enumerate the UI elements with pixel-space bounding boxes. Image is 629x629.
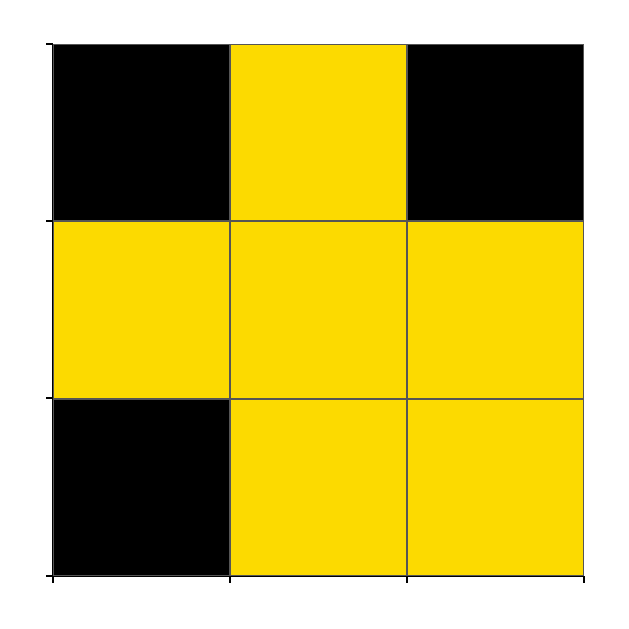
board-cell-filled[interactable] — [54, 45, 229, 221]
board-cell-empty[interactable] — [408, 399, 583, 575]
y-axis-tick — [46, 220, 53, 222]
x-axis — [53, 575, 584, 577]
board-cell-empty[interactable] — [231, 399, 406, 575]
board-cell-empty[interactable] — [231, 45, 406, 221]
y-axis-tick — [46, 575, 53, 577]
board-cell-filled[interactable] — [54, 399, 229, 575]
x-axis-tick — [406, 576, 408, 583]
x-axis-tick — [52, 576, 54, 583]
board-cell-empty[interactable] — [54, 222, 229, 398]
y-axis-tick — [46, 397, 53, 399]
y-axis-tick — [46, 43, 53, 45]
game-board-grid — [53, 44, 584, 576]
x-axis-tick — [583, 576, 585, 583]
x-axis-tick — [229, 576, 231, 583]
board-cell-filled[interactable] — [408, 45, 583, 221]
board-cell-empty[interactable] — [231, 222, 406, 398]
board-cell-empty[interactable] — [408, 222, 583, 398]
